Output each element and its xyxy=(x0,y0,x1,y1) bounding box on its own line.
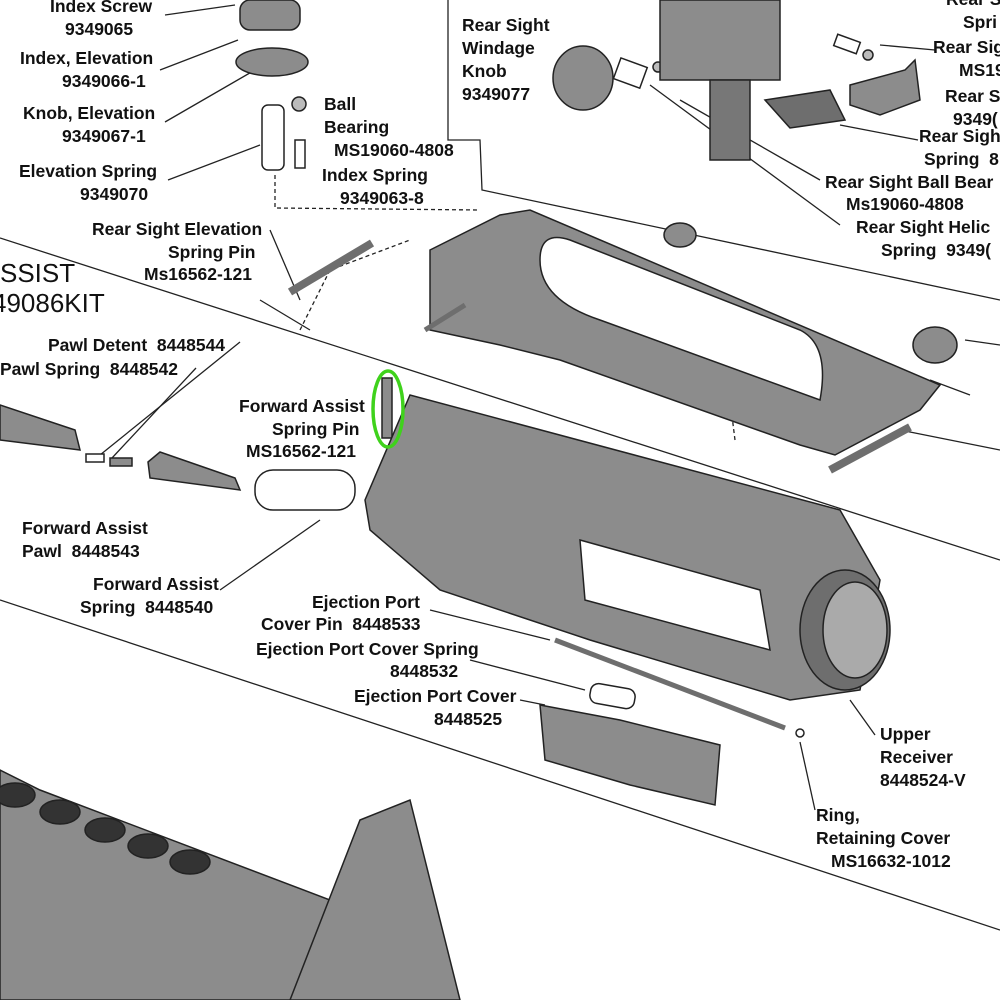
label-windage-knob-2: Windage xyxy=(462,38,535,58)
label-ep-cover-spring-pn: 8448532 xyxy=(390,661,459,681)
ejection-port-cover-pin xyxy=(554,637,786,731)
highlight-ring xyxy=(371,369,405,449)
label-index-spring-pn: 9349063-8 xyxy=(340,188,424,208)
label-elevation-spring-pin: Rear Sight Elevation xyxy=(92,219,263,239)
label-fa-pawl-pn: Pawl 8448543 xyxy=(22,541,140,561)
label-ep-cover: Ejection Port Cover xyxy=(354,686,517,706)
label-pawl-spring: Pawl Spring 8448542 xyxy=(0,359,179,379)
forward-assist-pawl xyxy=(147,451,242,491)
label-knob-elevation-pn: 9349067-1 xyxy=(62,126,146,146)
rear-sight-base xyxy=(659,0,781,81)
front-sight-post xyxy=(289,798,461,1000)
label-fa-spring-pin: Forward Assist xyxy=(239,396,365,416)
windage-spring xyxy=(612,56,649,90)
forward-assist-spring-pin xyxy=(381,377,393,439)
label-fa-pawl: Forward Assist xyxy=(22,518,148,538)
label-elevation-spring-pin-pn: Ms16562-121 xyxy=(144,264,252,284)
windage-knob xyxy=(552,45,614,111)
forward-assist-spring xyxy=(254,469,356,511)
label-retaining-ring-2: Retaining Cover xyxy=(816,828,951,848)
label-ball-bearing-pn: MS19060-4808 xyxy=(334,140,454,160)
label-index-elevation-pn: 9349066-1 xyxy=(62,71,146,91)
kit-title-line2: 49086KIT xyxy=(0,288,105,318)
callout-border xyxy=(447,0,1000,301)
label-pawl-detent: Pawl Detent 8448544 xyxy=(48,335,226,355)
pawl-detent xyxy=(109,457,133,467)
label-right-cut: 9349( xyxy=(953,109,998,129)
label-elevation-spring-pn: 9349070 xyxy=(80,184,149,204)
index-spring xyxy=(294,139,306,169)
label-right-cut: Rear S xyxy=(945,86,1000,106)
label-right-cut: Spri xyxy=(963,12,998,32)
label-right-cut: Rear Sig xyxy=(933,37,1000,57)
label-upper-receiver-2: Receiver xyxy=(880,747,953,767)
label-elevation-spring: Elevation Spring xyxy=(19,161,158,181)
pawl-spring xyxy=(85,453,105,463)
rear-sight-aperture xyxy=(849,58,921,116)
label-right-cut: Spring 8 xyxy=(924,149,999,169)
forward-assist-plunger xyxy=(0,404,81,451)
panel-border xyxy=(0,237,1000,561)
label-retaining-ring-pn: MS16632-1012 xyxy=(831,851,951,871)
label-index-screw-pn: 9349065 xyxy=(65,19,134,39)
label-upper-receiver-pn: 8448524-V xyxy=(880,770,966,790)
kit-title-line1: SSIST xyxy=(0,258,76,288)
label-right-cut: MS19 xyxy=(959,60,1000,80)
label-knob-elevation: Knob, Elevation xyxy=(23,103,156,123)
label-fa-spring: Forward Assist xyxy=(93,574,219,594)
label-windage-knob-3: Knob xyxy=(462,61,507,81)
ejection-port-cover xyxy=(539,704,721,806)
label-right-cut: Spring 9349( xyxy=(881,240,991,260)
ball-bearing xyxy=(291,96,307,112)
elevation-spring xyxy=(261,104,285,171)
label-right-cut: Rear Sight Ball Bear xyxy=(825,172,994,192)
label-index-screw: Index Screw xyxy=(50,0,153,16)
label-fa-spring-pin-2: Spring Pin xyxy=(272,419,360,439)
label-ep-cover-pin-pn: Cover Pin 8448533 xyxy=(261,614,421,634)
label-index-spring: Index Spring xyxy=(322,165,428,185)
elevation-spring-pin xyxy=(287,239,375,296)
label-fa-spring-pin-pn: MS16562-121 xyxy=(246,441,356,461)
rear-sight-leaf-spring xyxy=(763,89,847,129)
label-fa-spring-pn: Spring 8448540 xyxy=(80,597,214,617)
label-windage-knob: Rear Sight xyxy=(462,15,550,35)
label-windage-knob-pn: 9349077 xyxy=(462,84,531,104)
rear-sight-screw xyxy=(709,79,751,161)
panel-border xyxy=(0,599,1000,931)
label-right-cut: Rear S xyxy=(946,0,1000,10)
label-right-cut: Rear Sight Helic xyxy=(856,217,991,237)
label-retaining-ring: Ring, xyxy=(816,805,860,825)
label-upper-receiver: Upper xyxy=(880,724,931,744)
label-ball-bearing-2: Bearing xyxy=(324,117,390,137)
label-index-elevation: Index, Elevation xyxy=(20,48,154,68)
label-elevation-spring-pin-2: Spring Pin xyxy=(168,242,256,262)
label-ball-bearing: Ball xyxy=(324,94,357,114)
label-right-cut: Ms19060-4808 xyxy=(846,194,964,214)
label-right-cut: Rear Sigh xyxy=(919,126,1000,146)
elevation-index xyxy=(235,47,309,77)
ejection-port-cover-spring xyxy=(589,682,636,710)
label-ep-cover-spring: Ejection Port Cover Spring xyxy=(256,639,479,659)
label-ep-cover-pin: Ejection Port xyxy=(312,592,420,612)
label-ep-cover-pn: 8448525 xyxy=(434,709,503,729)
elevation-knob xyxy=(239,0,301,31)
retaining-ring xyxy=(795,728,805,738)
